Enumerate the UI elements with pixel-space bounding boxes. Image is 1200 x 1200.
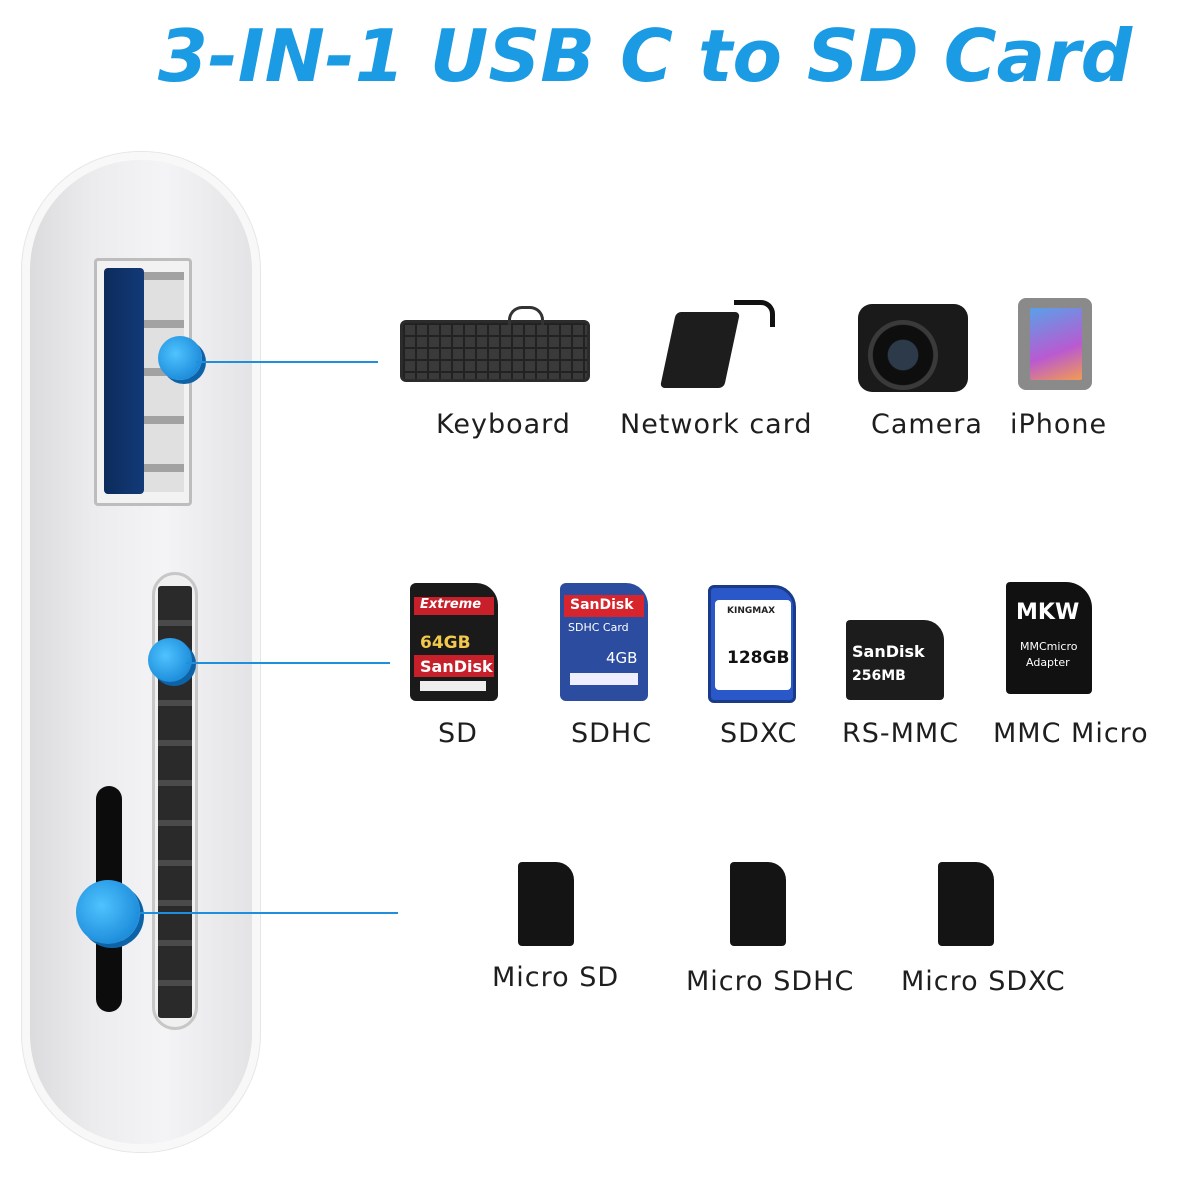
card-label-sdhc: SDHC: [571, 718, 653, 749]
micro-sd-pointer-line: [136, 912, 398, 914]
device-label-keyboard: Keyboard: [436, 409, 571, 440]
mmc-micro-card-icon: MKW MMCmicro Adapter: [1006, 582, 1092, 694]
device-label-iphone: iPhone: [1010, 409, 1108, 440]
micro-sdxc-card-icon: [938, 862, 994, 946]
card-label-sdxc: SDXC: [720, 718, 798, 749]
network-cable-icon: [734, 300, 775, 327]
micro-sd-card-icon: [518, 862, 574, 946]
network-card-icon: [659, 312, 741, 388]
sdhc-card-icon: SanDisk SDHC Card 4GB: [560, 583, 648, 701]
camera-lens-icon: [868, 320, 938, 390]
card-label-micro-sdhc: Micro SDHC: [686, 966, 855, 997]
sd-card-icon: Extreme 64GB SanDisk: [410, 583, 498, 701]
sd-slot-pointer-line: [186, 662, 390, 664]
rs-mmc-card-icon: SanDisk 256MB: [846, 620, 944, 700]
device-label-network-card: Network card: [620, 409, 813, 440]
keyboard-cable-icon: [508, 306, 544, 325]
micro-sd-marker-dot: [76, 880, 140, 944]
usb-port-pins: [144, 272, 184, 492]
micro-sdhc-card-icon: [730, 862, 786, 946]
page-title: 3-IN-1 USB C to SD Card: [157, 14, 1133, 98]
iphone-screen-icon: [1030, 308, 1082, 380]
sdxc-card-icon: KINGMAX 128GB: [708, 585, 796, 703]
keyboard-icon: [400, 320, 590, 382]
device-label-camera: Camera: [871, 409, 983, 440]
card-label-sd: SD: [438, 718, 478, 749]
sd-slot-marker-dot: [148, 638, 192, 682]
usb-port-pointer-line: [196, 361, 378, 363]
usb-port-marker-dot: [158, 336, 202, 380]
usb-port-tongue: [104, 268, 144, 494]
card-label-micro-sdxc: Micro SDXC: [901, 966, 1066, 997]
card-label-micro-sd: Micro SD: [492, 962, 620, 993]
card-label-rs-mmc: RS-MMC: [842, 718, 960, 749]
card-label-mmc-micro: MMC Micro: [993, 718, 1149, 749]
